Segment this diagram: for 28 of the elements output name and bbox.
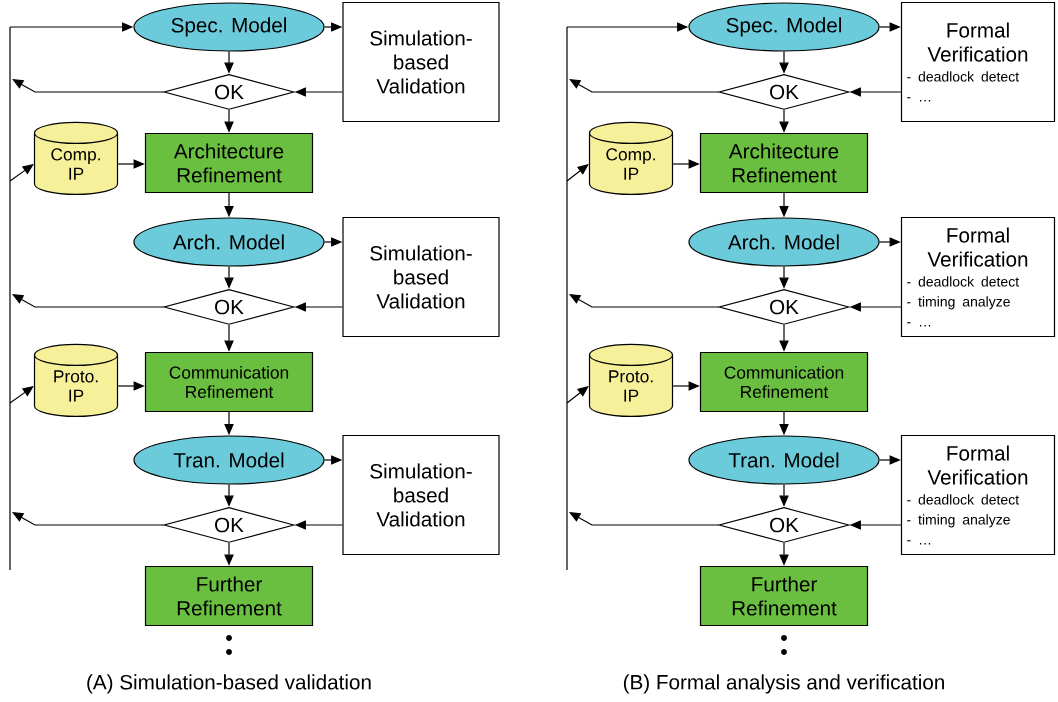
arrow — [569, 79, 719, 93]
caption: (A) Simulation-based validation — [87, 674, 371, 694]
arrow — [12, 294, 164, 308]
caption: (B) Formal analysis and verification — [623, 674, 944, 694]
arrow — [566, 164, 589, 182]
check-box: Simulation-based Validation — [342, 434, 500, 556]
database-cylinder: Proto. IP — [588, 343, 674, 418]
database-cylinder: Comp. IP — [588, 121, 674, 196]
check-box: Simulation-based Validation — [342, 1, 500, 123]
check-box: Simulation-based Validation — [342, 216, 500, 338]
check-box: Formal Verification - deadlock detect - timing analyze - … — [900, 216, 1056, 338]
arrow — [569, 294, 719, 308]
check-box: Formal Verification - deadlock detect - … — [900, 1, 1056, 123]
database-cylinder: Comp. IP — [33, 121, 119, 196]
refinement-box: Architecture Refinement — [699, 132, 869, 194]
database-cylinder: Proto. IP — [33, 343, 119, 418]
refinement-box: Communication Refinement — [699, 351, 869, 413]
arrow — [569, 512, 719, 526]
arrow — [12, 79, 164, 93]
refinement-box: Communication Refinement — [144, 351, 314, 413]
refinement-box: Further Refinement — [699, 565, 869, 627]
check-box: Formal Verification - deadlock detect - timing analyze - … — [900, 434, 1056, 556]
refinement-box: Further Refinement — [144, 565, 314, 627]
arrow — [566, 386, 589, 404]
refinement-box: Architecture Refinement — [144, 132, 314, 194]
arrow — [9, 386, 34, 404]
arrow — [12, 512, 164, 526]
arrow — [9, 164, 34, 182]
